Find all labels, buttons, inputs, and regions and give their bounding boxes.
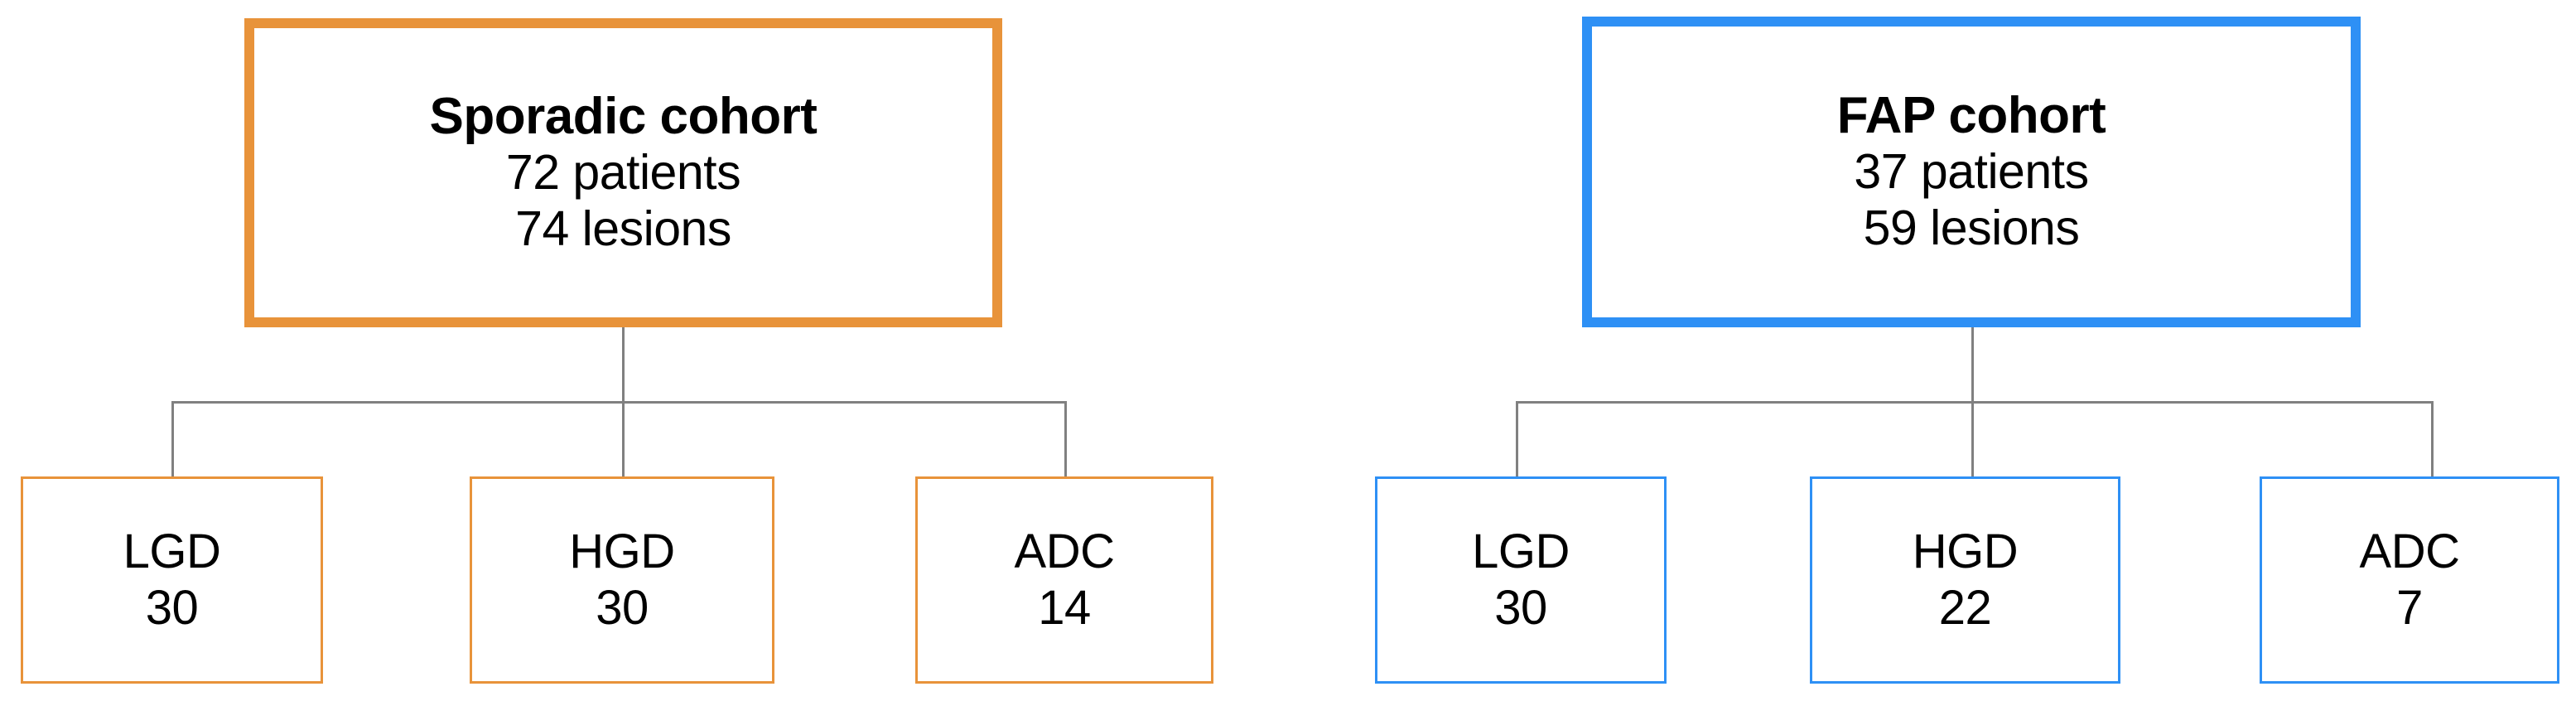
connector-drop-fap-lgd [1516,401,1518,477]
cohort-lesions-fap: 59 lesions [1863,201,2080,256]
cohort-lesions-sporadic: 74 lesions [515,201,731,257]
connector-drop-sporadic-adc [1064,401,1067,477]
lesion-label-fap-hgd: HGD [1912,524,2019,578]
lesion-count-fap-lgd: 30 [1494,581,1547,635]
connector-drop-sporadic-lgd [171,401,174,477]
cohort-box-sporadic[interactable]: Sporadic cohort 72 patients 74 lesions [244,18,1002,327]
connector-bar-sporadic [171,401,1067,404]
cohort-title-sporadic: Sporadic cohort [429,87,818,145]
lesion-count-fap-hgd: 22 [1938,581,1992,635]
connector-bar-fap [1516,401,2434,404]
lesion-label-fap-lgd: LGD [1472,524,1570,578]
lesion-box-fap-lgd[interactable]: LGD 30 [1375,476,1667,684]
cohort-title-fap: FAP cohort [1836,86,2106,144]
lesion-count-sporadic-lgd: 30 [145,581,199,635]
connector-drop-sporadic-hgd [622,401,625,477]
lesion-label-sporadic-hgd: HGD [569,524,675,578]
lesion-label-sporadic-adc: ADC [1014,524,1115,578]
connector-drop-fap-hgd [1971,401,1974,477]
lesion-count-fap-adc: 7 [2396,581,2423,635]
lesion-count-sporadic-hgd: 30 [596,581,649,635]
cohort-patients-sporadic: 72 patients [505,145,741,201]
lesion-label-sporadic-lgd: LGD [123,524,221,578]
connector-drop-fap-adc [2431,401,2434,477]
lesion-box-sporadic-hgd[interactable]: HGD 30 [470,476,774,684]
connector-trunk-fap [1971,327,1974,404]
cohort-patients-fap: 37 patients [1854,144,2089,200]
lesion-box-sporadic-lgd[interactable]: LGD 30 [21,476,323,684]
cohort-box-fap[interactable]: FAP cohort 37 patients 59 lesions [1582,17,2361,327]
lesion-label-fap-adc: ADC [2359,524,2460,578]
connector-trunk-sporadic [622,327,625,404]
lesion-box-fap-hgd[interactable]: HGD 22 [1810,476,2120,684]
lesion-box-fap-adc[interactable]: ADC 7 [2260,476,2559,684]
lesion-count-sporadic-adc: 14 [1038,581,1091,635]
lesion-box-sporadic-adc[interactable]: ADC 14 [915,476,1213,684]
